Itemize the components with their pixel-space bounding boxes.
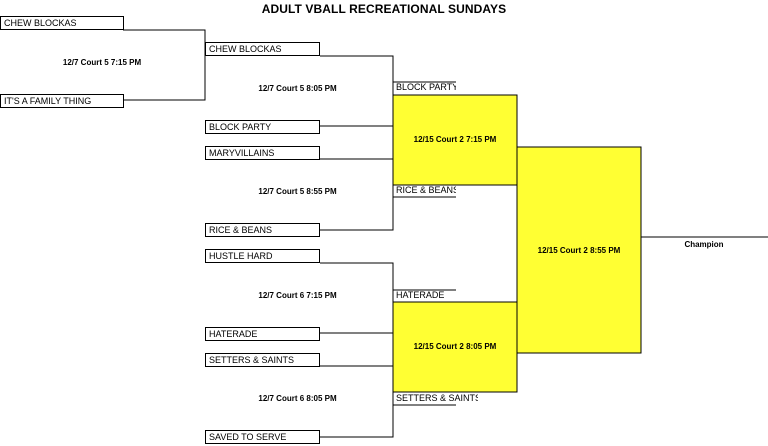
team-slot-sf2-bottom: SETTERS & SAINTS	[396, 393, 478, 403]
match-label-sf2: 12/15 Court 2 8:05 PM	[413, 342, 497, 351]
team-slot-r2-g3-bottom: HATERADE	[205, 327, 320, 341]
team-slot-r1-bottom: IT'S A FAMILY THING	[0, 94, 124, 108]
final-box	[516, 146, 642, 354]
team-slot-r2-g4-bottom: SAVED TO SERVE	[205, 430, 320, 444]
team-slot-r2-g2-top: MARYVILLAINS	[205, 146, 320, 160]
team-slot-r2-g1-top: CHEW BLOCKAS	[205, 42, 320, 56]
bracket-title: ADULT VBALL RECREATIONAL SUNDAYS	[261, 2, 507, 16]
team-slot-sf1-top: BLOCK PARTY	[396, 82, 456, 92]
team-slot-r1-top: CHEW BLOCKAS	[0, 16, 124, 30]
team-slot-r2-g3-top: HUSTLE HARD	[205, 249, 320, 263]
semifinal-1-box	[392, 94, 518, 186]
match-label-final: 12/15 Court 2 8:55 PM	[537, 246, 621, 255]
team-slot-sf2-top: HATERADE	[396, 290, 445, 300]
match-label-sf1: 12/15 Court 2 7:15 PM	[413, 135, 497, 144]
team-slot-r2-g1-bottom: BLOCK PARTY	[205, 120, 320, 134]
team-slot-r2-g4-top: SETTERS & SAINTS	[205, 353, 320, 367]
match-label-r2-g3: 12/7 Court 6 7:15 PM	[258, 291, 337, 300]
team-slot-r2-g2-bottom: RICE & BEANS	[205, 223, 320, 237]
match-label-r2-g4: 12/7 Court 6 8:05 PM	[258, 394, 337, 403]
match-label-r1: 12/7 Court 5 7:15 PM	[62, 58, 142, 67]
team-slot-sf1-bottom: RICE & BEANS	[396, 185, 456, 195]
match-label-r2-g2: 12/7 Court 5 8:55 PM	[258, 187, 337, 196]
semifinal-2-box	[392, 301, 518, 393]
champion-label: Champion	[684, 240, 724, 249]
match-label-r2-g1: 12/7 Court 5 8:05 PM	[258, 84, 337, 93]
